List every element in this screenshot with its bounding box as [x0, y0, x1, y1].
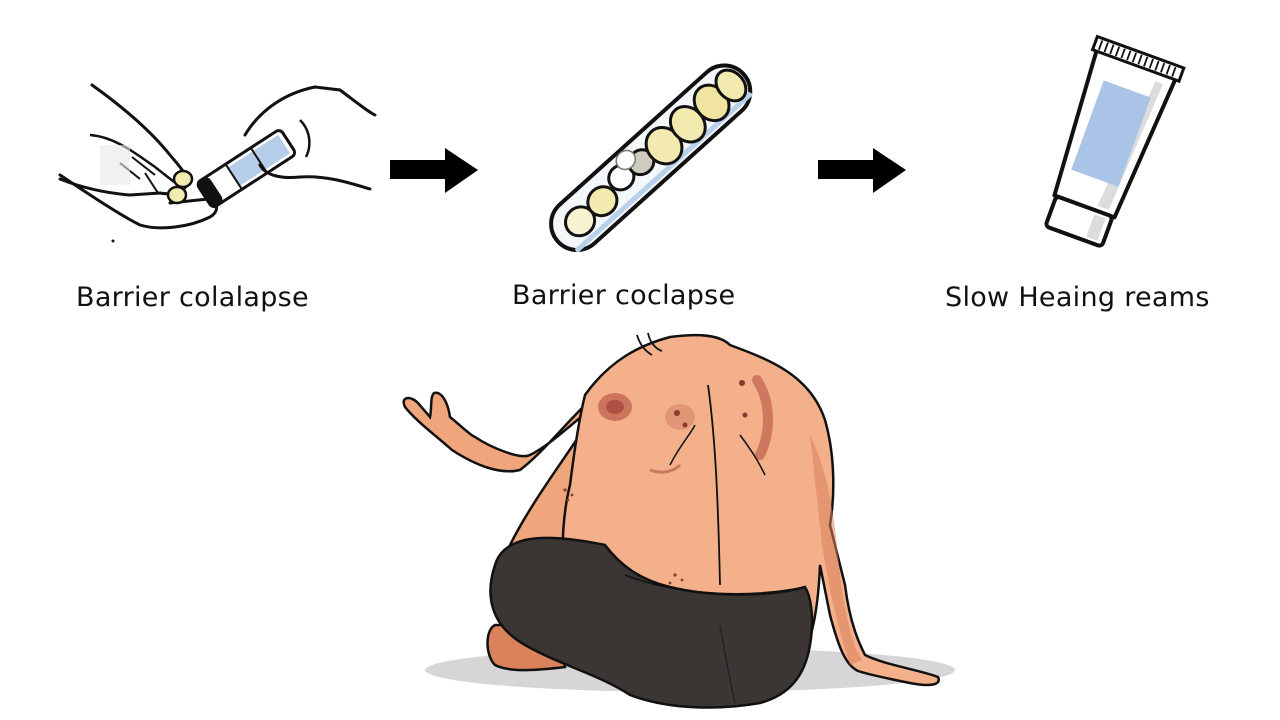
arrow-right-icon — [390, 148, 478, 193]
step1-label: Barrier colalapse — [76, 282, 309, 313]
cream-tube-icon — [1044, 34, 1186, 248]
seated-person-back-icon — [402, 332, 955, 709]
step3-label: Slow Heaing reams — [945, 282, 1210, 313]
pants — [489, 536, 814, 709]
capsule-tube-icon — [549, 63, 753, 253]
hands-applying-tube-icon — [58, 83, 377, 243]
step2-label: Barrier coclapse — [512, 280, 736, 311]
arrow-right-icon — [818, 148, 906, 193]
